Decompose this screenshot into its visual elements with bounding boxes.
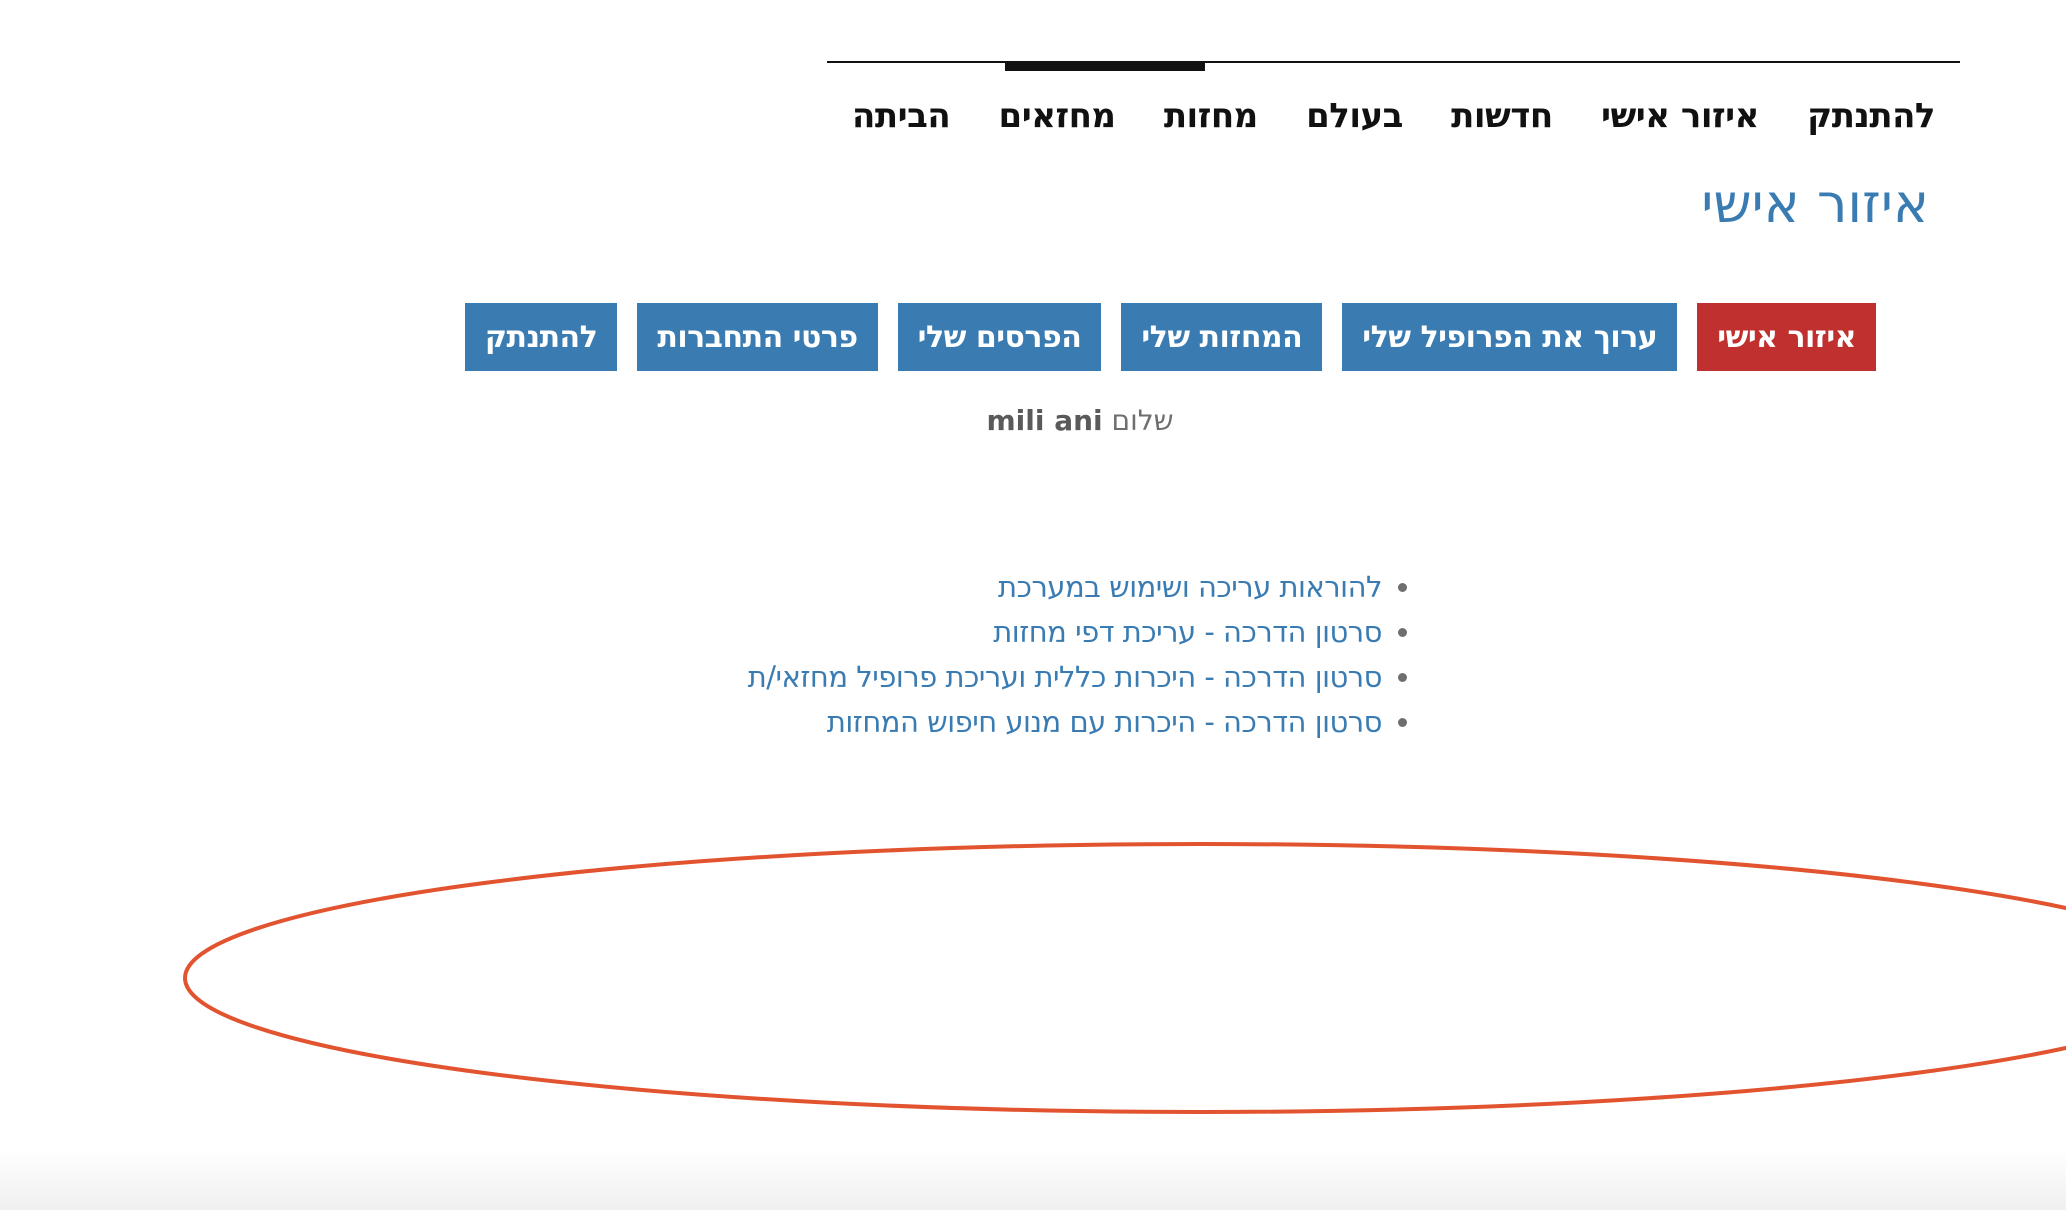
help-links-list: להוראות עריכה ושימוש במערכת סרטון הדרכה … [748, 565, 1430, 745]
nav-item-news[interactable]: חדשות [1451, 96, 1553, 136]
nav-item-world[interactable]: בעולם [1306, 96, 1403, 136]
my-plays-button[interactable]: המחזות שלי [1121, 303, 1323, 371]
help-link-video-search[interactable]: סרטון הדרכה - היכרות עם מנוע חיפוש המחזו… [826, 705, 1383, 739]
list-item: סרטון הדרכה - עריכת דפי מחזות [748, 610, 1382, 655]
logout-button[interactable]: להתנתק [464, 303, 618, 371]
personal-area-actions: איזור אישי ערוך את הפרופיל שלי המחזות של… [464, 303, 1876, 371]
help-link-instructions[interactable]: להוראות עריכה ושימוש במערכת [998, 570, 1382, 604]
list-item: סרטון הדרכה - היכרות עם מנוע חיפוש המחזו… [748, 700, 1383, 745]
top-navigation: הביתה מחזאים מחזות בעולם חדשות איזור איש… [827, 88, 1960, 144]
login-details-button[interactable]: פרטי התחברות [637, 303, 878, 371]
personal-area-button[interactable]: איזור אישי [1697, 303, 1876, 371]
user-name: mili ani [986, 404, 1103, 437]
nav-item-plays[interactable]: מחזות [1163, 96, 1258, 136]
my-awards-button[interactable]: הפרסים שלי [897, 303, 1102, 371]
greeting-prefix: שלום [1111, 404, 1174, 437]
greeting: שלום mili ani [780, 404, 1380, 437]
list-item: סרטון הדרכה - היכרות כללית ועריכת פרופיל… [747, 655, 1383, 700]
topnav-active-indicator [1005, 63, 1205, 71]
page-title: איזור אישי [1701, 172, 1929, 235]
help-link-video-profile[interactable]: סרטון הדרכה - היכרות כללית ועריכת פרופיל… [747, 660, 1383, 694]
bottom-fade [0, 1150, 2066, 1210]
help-link-video-edit-plays[interactable]: סרטון הדרכה - עריכת דפי מחזות [993, 615, 1382, 649]
list-item: להוראות עריכה ושימוש במערכת [748, 565, 1382, 610]
nav-item-logout[interactable]: להתנתק [1807, 96, 1935, 136]
topnav-divider [827, 61, 1960, 63]
edit-profile-button[interactable]: ערוך את הפרופיל שלי [1342, 303, 1678, 371]
nav-item-home[interactable]: הביתה [852, 96, 951, 136]
nav-item-personal-area[interactable]: איזור אישי [1600, 96, 1759, 136]
nav-item-playwrights[interactable]: מחזאים [998, 96, 1117, 136]
